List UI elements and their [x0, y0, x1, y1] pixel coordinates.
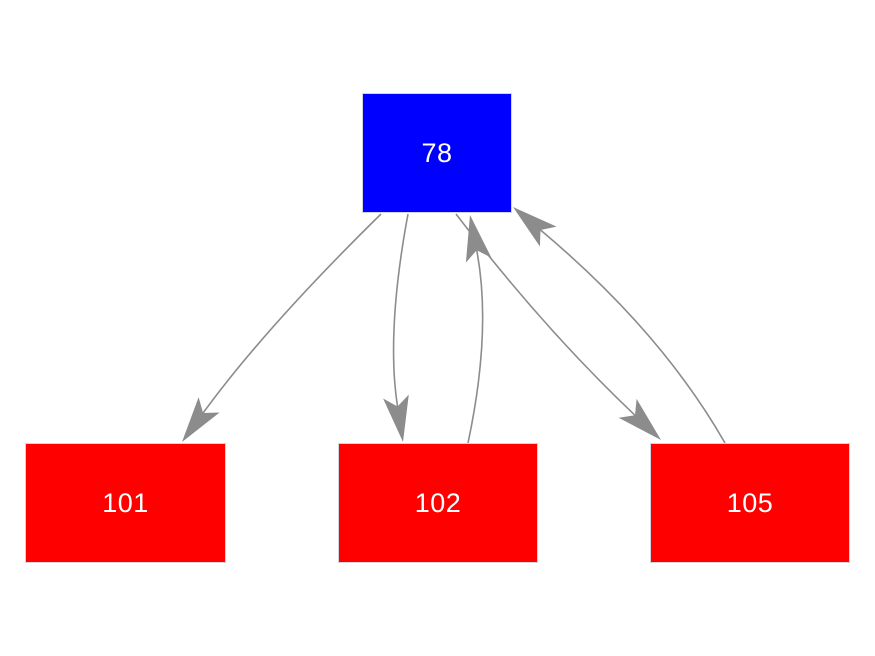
- arrowhead-102-to-78: [465, 215, 492, 263]
- edge-78-to-102: [392, 213, 409, 407]
- node-102-label: 102: [414, 487, 462, 518]
- edge-78-to-101: [202, 213, 382, 414]
- node-78: 78: [362, 93, 512, 213]
- arrowhead-105-to-78: [513, 207, 557, 247]
- edge-105-to-78: [539, 229, 726, 444]
- node-102: 102: [338, 443, 538, 563]
- arrowhead-78-to-102: [383, 394, 409, 442]
- node-101: 101: [25, 443, 226, 563]
- node-78-label: 78: [421, 137, 453, 168]
- arrowhead-78-to-101: [182, 397, 220, 442]
- node-105: 105: [650, 443, 850, 563]
- edge-78-to-105: [455, 213, 636, 416]
- node-101-label: 101: [102, 487, 149, 518]
- node-105-label: 105: [726, 487, 774, 518]
- arrowhead-78-to-105: [618, 398, 661, 440]
- edge-102-to-78: [467, 250, 484, 444]
